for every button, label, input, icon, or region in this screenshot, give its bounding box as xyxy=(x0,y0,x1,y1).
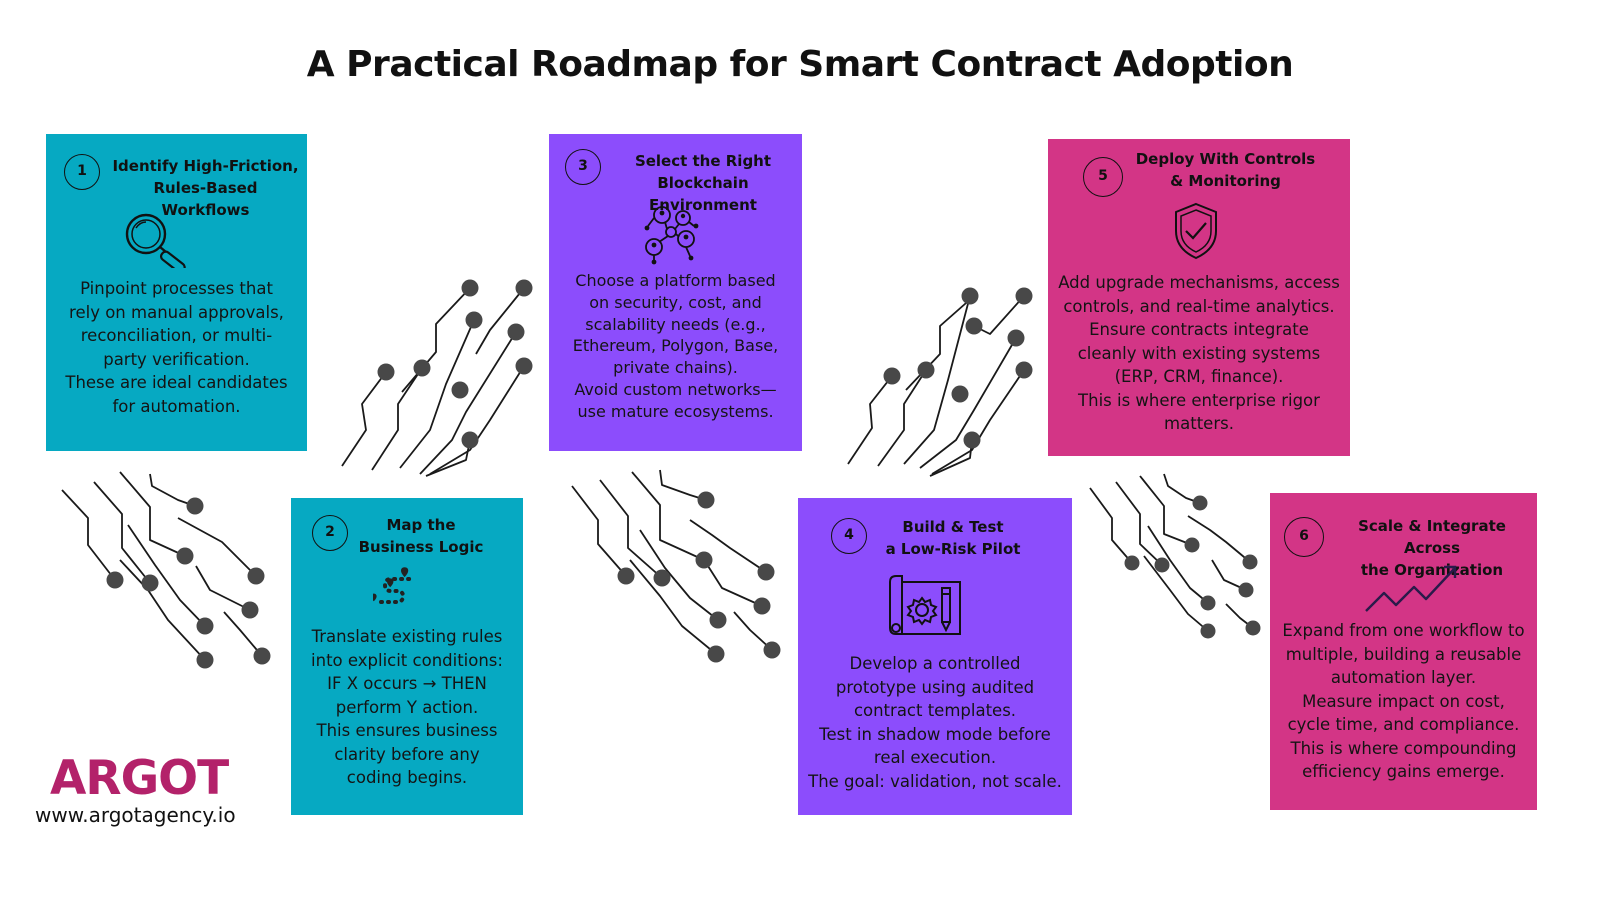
shield-check-icon xyxy=(1172,201,1220,261)
circuit-group-b xyxy=(342,288,524,476)
step-number-badge: 3 xyxy=(565,149,601,185)
circuit-group-d xyxy=(848,296,1024,476)
step-number-badge: 5 xyxy=(1083,157,1123,197)
circuit-group-a xyxy=(62,472,262,660)
network-nodes-icon xyxy=(642,204,700,266)
magnifier-icon xyxy=(122,212,198,268)
step-1-card: 1 Identify High-Friction,Rules-Based Wor… xyxy=(46,134,307,451)
circuit-group-e xyxy=(1090,474,1253,631)
step-5-card: 5 Deploy With Controls& Monitoring Add u… xyxy=(1048,139,1350,456)
step-title: Deploy With Controls& Monitoring xyxy=(1133,148,1318,192)
step-number-badge: 4 xyxy=(831,518,867,554)
step-number-badge: 6 xyxy=(1284,517,1324,557)
blueprint-gear-icon xyxy=(886,572,964,638)
svg-text:ARGOT: ARGOT xyxy=(50,752,229,800)
circuit-group-c xyxy=(572,470,772,654)
website-url[interactable]: www.argotagency.io xyxy=(35,803,236,827)
argot-logo: ARGOT xyxy=(50,752,230,800)
step-number-badge: 1 xyxy=(64,154,100,190)
step-number-badge: 2 xyxy=(312,515,348,551)
trend-arrow-icon xyxy=(1362,561,1462,617)
route-path-icon xyxy=(373,566,423,610)
